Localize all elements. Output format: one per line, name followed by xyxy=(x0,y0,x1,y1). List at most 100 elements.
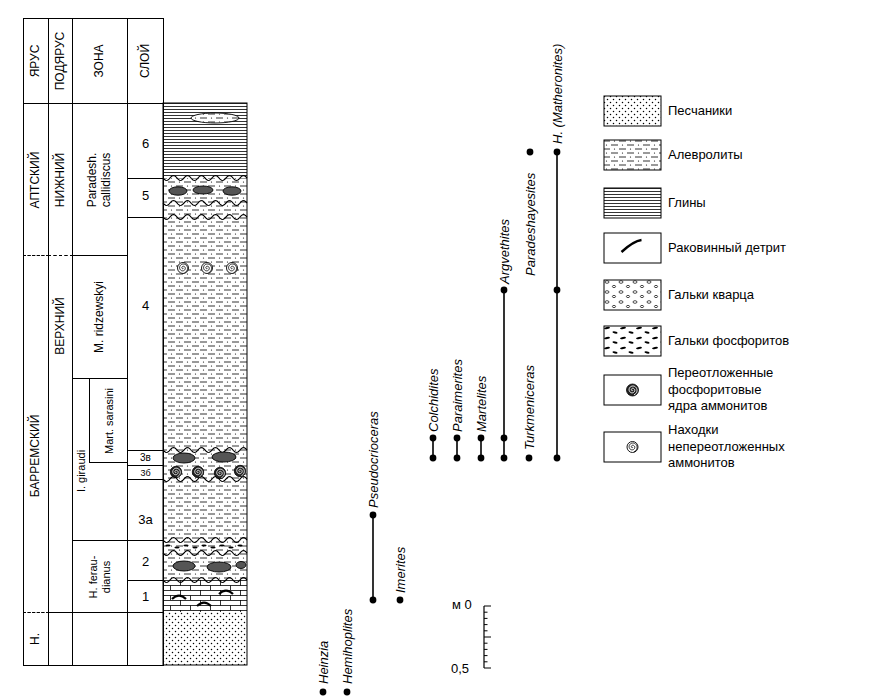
phosphorite-pebble xyxy=(228,547,233,549)
ammonite-core-symbol xyxy=(234,465,245,476)
layer-cell-text: 2 xyxy=(142,555,149,570)
layer-cell: 5 xyxy=(127,178,164,218)
rock-bed xyxy=(163,580,247,612)
zone-cell: I. giraudiMart. sarasini xyxy=(72,378,128,541)
erosion-surface xyxy=(163,201,247,206)
ammonite-core-symbol xyxy=(170,466,181,477)
phosphorite-nodule xyxy=(193,186,213,194)
range-dot xyxy=(554,149,561,156)
taxon-name: Colchidites xyxy=(426,368,441,432)
swatch-box xyxy=(604,432,661,462)
zone-cell-text: M. ridzewskyi xyxy=(93,260,107,375)
scale-tick xyxy=(484,637,491,638)
header-cell-text: ЗОНА xyxy=(93,23,107,100)
table-cell xyxy=(49,613,73,666)
legend-text: Гальки фосфоритов xyxy=(668,333,868,350)
erosion-surface xyxy=(163,551,247,556)
taxon-name: Paraimerites xyxy=(450,359,465,432)
column-outline xyxy=(163,103,247,665)
scale-tick xyxy=(484,643,488,644)
phosphorite-pebble xyxy=(237,545,242,547)
table-cell xyxy=(128,613,164,666)
rock-bed xyxy=(163,103,247,178)
subzone-cell: Mart. sarasini xyxy=(89,378,128,463)
zone-cell-text: H. ferau- dianus xyxy=(87,547,112,607)
swatch-box xyxy=(604,326,661,356)
taxon-name: Pseudocrioceras xyxy=(366,411,381,508)
header-cell: ЗОНА xyxy=(72,18,128,104)
shell-detritus xyxy=(622,240,642,252)
rock-bed xyxy=(163,612,247,665)
shell-detritus xyxy=(172,596,186,600)
ammonite-symbol xyxy=(627,442,638,453)
scale-tick xyxy=(484,618,488,619)
ammonite-core-symbol xyxy=(214,467,225,478)
scale-tick xyxy=(484,655,488,656)
layer-cell: 2 xyxy=(127,540,164,581)
taxon-name: Argvethites xyxy=(497,219,512,284)
layer-cell: 6 xyxy=(127,103,164,179)
erosion-surface xyxy=(163,176,247,181)
stage-cell: Н. xyxy=(23,612,49,666)
substage-cell: ВЕРХНИЙ xyxy=(48,255,73,613)
scale-value: м 0 xyxy=(452,597,472,612)
phosphorite-pebble xyxy=(210,547,215,549)
legend-swatch xyxy=(603,139,662,171)
ammonite-symbol xyxy=(178,263,189,274)
phosphorite-pebble xyxy=(165,545,170,547)
layer-cell-text: 4 xyxy=(142,299,149,314)
layer-cell-text: 3а xyxy=(138,513,152,528)
phosphorite-nodule xyxy=(223,187,241,195)
phosphorite-pebble xyxy=(174,547,179,549)
range-line xyxy=(556,152,558,458)
legend-swatch xyxy=(603,279,662,311)
taxon-name: Paradeshayesites xyxy=(523,173,538,276)
taxon-name: Heinzia xyxy=(316,641,331,684)
shell-detritus xyxy=(219,591,233,595)
taxon-name: Turkmeniceras xyxy=(522,365,537,450)
range-dot xyxy=(370,512,377,519)
range-dot xyxy=(397,597,404,604)
ammonite-core-symbol xyxy=(627,384,639,396)
substage-cell-text: ВЕРХНИЙ xyxy=(54,152,68,501)
range-dot xyxy=(454,455,461,462)
swatch-box xyxy=(604,188,661,218)
phosphorite-pebble xyxy=(219,545,224,547)
header-cell: ПОДЯРУС xyxy=(48,18,73,104)
range-dot xyxy=(454,435,461,442)
header-cell: СЛОЙ xyxy=(127,18,164,104)
scale-tick xyxy=(484,668,491,669)
taxon-name: Martelites xyxy=(474,376,489,432)
range-dot xyxy=(554,287,561,294)
erosion-surface xyxy=(163,215,247,220)
erosion-surface xyxy=(163,538,247,543)
range-dot xyxy=(526,455,533,462)
legend-swatch xyxy=(603,325,662,357)
legend-text: Глины xyxy=(668,195,868,212)
header-cell-text: ЯРУС xyxy=(29,23,43,100)
scale-tick xyxy=(484,661,488,662)
scale-tick xyxy=(484,630,488,631)
range-dot xyxy=(527,149,534,156)
swatch-box xyxy=(604,233,661,263)
phosphorite-pebble xyxy=(192,547,197,549)
range-dot xyxy=(320,689,327,696)
range-dot xyxy=(501,455,508,462)
taxon-name: Imerites xyxy=(393,547,408,593)
header-cell-text: ПОДЯРУС xyxy=(54,23,68,100)
layer-cell-text: 3б xyxy=(140,467,150,477)
zone-cell: M. ridzewskyi xyxy=(72,255,128,379)
swatch-box xyxy=(604,96,661,126)
siltstone-lens xyxy=(191,113,239,123)
zone-cell: H. ferau- dianus xyxy=(72,540,128,613)
range-dot xyxy=(478,435,485,442)
layer-cell: 3б xyxy=(127,465,164,480)
range-dot xyxy=(370,597,377,604)
legend-text: Находки непереотложенных аммонитов xyxy=(668,422,789,473)
substage-cell-text: НИЖНИЙ xyxy=(54,108,68,252)
legend-text: Гальки кварца xyxy=(668,287,868,304)
shell-detritus xyxy=(197,603,211,607)
layer-cell-text: 5 xyxy=(142,189,149,204)
scale-bar xyxy=(484,606,491,668)
